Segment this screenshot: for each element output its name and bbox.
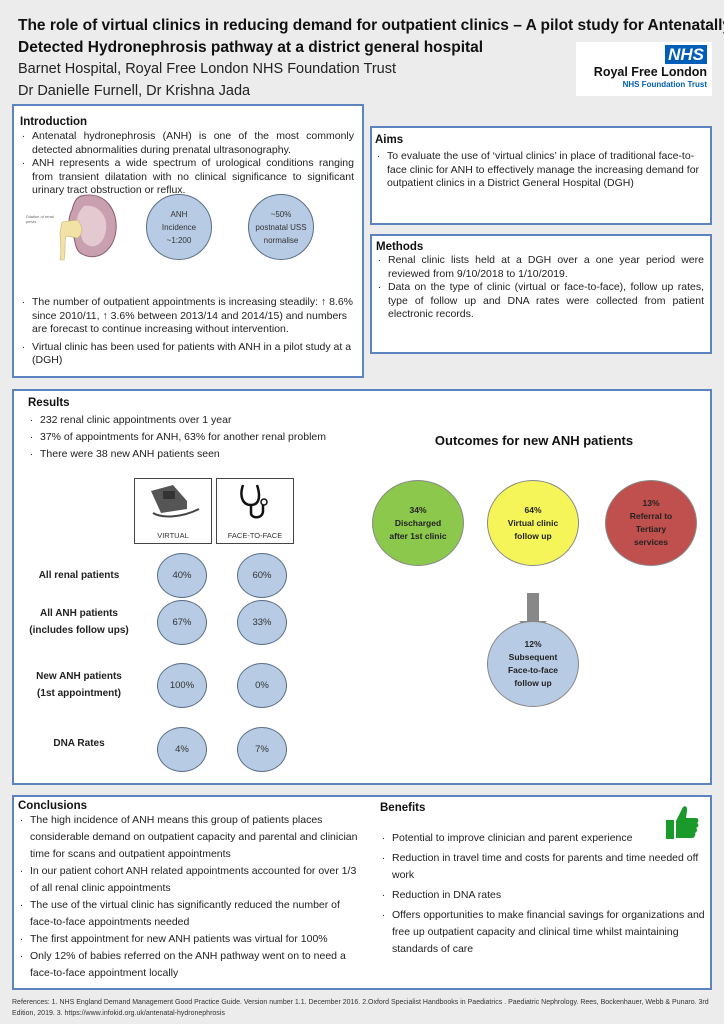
- logo-trust-name: Royal Free London: [593, 65, 707, 79]
- results-heading: Results: [28, 397, 70, 409]
- outcome-text: 13%: [642, 498, 660, 508]
- aims-heading: Aims: [375, 134, 404, 146]
- outcome-text: 34%: [409, 504, 427, 515]
- virtual-column-header: VIRTUAL: [134, 478, 212, 544]
- column-label: FACE-TO-FACE: [227, 531, 283, 540]
- outcome-circle: 34% Discharged after 1st clinic: [372, 480, 464, 566]
- result-row-label: New ANH patients(1st appointment): [36, 671, 122, 699]
- result-row-label: All ANH patients(includes follow ups): [29, 608, 129, 636]
- results-bullet: 37% of appointments for ANH, 63% for ano…: [28, 427, 710, 446]
- result-row-label: All renal patients: [38, 570, 120, 581]
- outcome-text: Face-to-face: [507, 665, 559, 675]
- affiliation: Barnet Hospital, Royal Free London NHS F…: [18, 61, 397, 77]
- face-percentage-circle: 7%: [237, 727, 287, 772]
- face-percentage-circle: 60%: [237, 553, 287, 598]
- result-row-label: DNA Rates: [53, 738, 105, 749]
- kidney-label: Dilation of renal pelvis: [26, 214, 54, 224]
- intro-bullet: The number of outpatient appointments is…: [20, 294, 354, 337]
- intro-bullet: Virtual clinic has been used for patient…: [20, 339, 354, 368]
- outcome-text: 64%: [524, 504, 542, 515]
- circle-text: normalise: [263, 235, 299, 245]
- face-percentage-circle: 0%: [237, 663, 287, 708]
- face-percentage-circle: 33%: [237, 600, 287, 645]
- circle-text: ANH: [170, 209, 188, 219]
- outcome-circle: 13% Referral to Tertiary services: [605, 480, 697, 566]
- column-label: VIRTUAL: [157, 531, 189, 540]
- benefit-bullet: Reduction in DNA rates: [380, 885, 710, 904]
- results-panel: Results 232 renal clinic appointments ov…: [12, 389, 712, 785]
- poster-title-line-2: Detected Hydronephrosis pathway at a dis…: [18, 39, 484, 56]
- benefits-heading: Benefits: [380, 802, 426, 814]
- conclusion-bullet: The first appointment for new ANH patien…: [18, 929, 363, 948]
- kidney-illustration: Dilation of renal pelvis: [26, 192, 126, 262]
- intro-bullet: Antenatal hydronephrosis (ANH) is one of…: [20, 128, 354, 157]
- aims-panel: Aims To evaluate the use of ‘virtual cli…: [370, 126, 712, 225]
- outcome-text: Subsequent: [508, 652, 558, 662]
- circle-text: postnatal USS: [255, 222, 307, 232]
- outcome-text: follow up: [514, 678, 552, 688]
- methods-panel: Methods Renal clinic lists held at a DGH…: [370, 234, 712, 354]
- outcome-text: Discharged: [394, 517, 442, 528]
- outcome-text: Tertiary: [635, 524, 667, 534]
- methods-bullet: Data on the type of clinic (virtual or f…: [376, 279, 704, 322]
- introduction-heading: Introduction: [20, 116, 88, 128]
- outcome-text: Referral to: [629, 511, 673, 521]
- virtual-percentage-circle: 4%: [157, 727, 207, 772]
- results-bullet: 232 renal clinic appointments over 1 yea…: [28, 410, 710, 429]
- results-bullet: There were 38 new ANH patients seen: [28, 444, 710, 463]
- conclusions-heading: Conclusions: [18, 800, 88, 812]
- introduction-panel: Introduction Antenatal hydronephrosis (A…: [12, 104, 364, 378]
- conclusions-panel: Conclusions The high incidence of ANH me…: [12, 795, 712, 990]
- intro-bullet: ANH represents a wide spectrum of urolog…: [20, 155, 354, 198]
- outcome-text: follow up: [514, 530, 552, 541]
- benefit-bullet: Reduction in travel time and costs for p…: [380, 848, 710, 884]
- circle-text: ~1:200: [166, 235, 192, 245]
- conclusion-bullet: Only 12% of babies referred on the ANH p…: [18, 946, 363, 982]
- anh-incidence-circle: ANH Incidence ~1:200: [146, 194, 212, 260]
- logo-trust-sub: NHS Foundation Trust: [622, 80, 707, 89]
- methods-heading: Methods: [376, 241, 424, 253]
- telephone-icon: [135, 483, 211, 524]
- conclusion-bullet: The high incidence of ANH means this gro…: [18, 810, 363, 863]
- methods-bullet: Renal clinic lists held at a DGH over a …: [376, 252, 704, 281]
- authors: Dr Danielle Furnell, Dr Krishna Jada: [18, 83, 251, 99]
- circle-text: ~50%: [270, 209, 292, 219]
- benefit-bullet: Offers opportunities to make financial s…: [380, 905, 710, 958]
- virtual-percentage-circle: 100%: [157, 663, 207, 708]
- poster-title-line-1: The role of virtual clinics in reducing …: [18, 17, 724, 34]
- conclusion-bullet: The use of the virtual clinic has signif…: [18, 895, 363, 931]
- outcomes-title: Outcomes for new ANH patients: [434, 433, 634, 448]
- circle-text: Incidence: [161, 222, 197, 232]
- thumbs-up-icon: [664, 803, 700, 841]
- virtual-percentage-circle: 40%: [157, 553, 207, 598]
- outcome-text: 12%: [524, 639, 542, 649]
- outcome-text: Virtual clinic: [507, 517, 559, 528]
- outcome-text: services: [633, 537, 669, 547]
- virtual-percentage-circle: 67%: [157, 600, 207, 645]
- nhs-logo: NHS Royal Free London NHS Foundation Tru…: [576, 42, 712, 96]
- normalise-circle: ~50% postnatal USS normalise: [248, 194, 314, 260]
- references: References: 1. NHS England Demand Manage…: [12, 999, 709, 1017]
- outcome-text: after 1st clinic: [389, 530, 447, 541]
- aims-bullet: To evaluate the use of ‘virtual clinics’…: [375, 148, 704, 191]
- stethoscope-icon: [217, 483, 293, 526]
- conclusion-bullet: In our patient cohort ANH related appoin…: [18, 861, 363, 897]
- nhs-logo-mark: NHS: [665, 45, 707, 64]
- outcome-circle: 64% Virtual clinic follow up: [487, 480, 579, 566]
- benefit-bullet: Potential to improve clinician and paren…: [380, 828, 710, 847]
- face-to-face-column-header: FACE-TO-FACE: [216, 478, 294, 544]
